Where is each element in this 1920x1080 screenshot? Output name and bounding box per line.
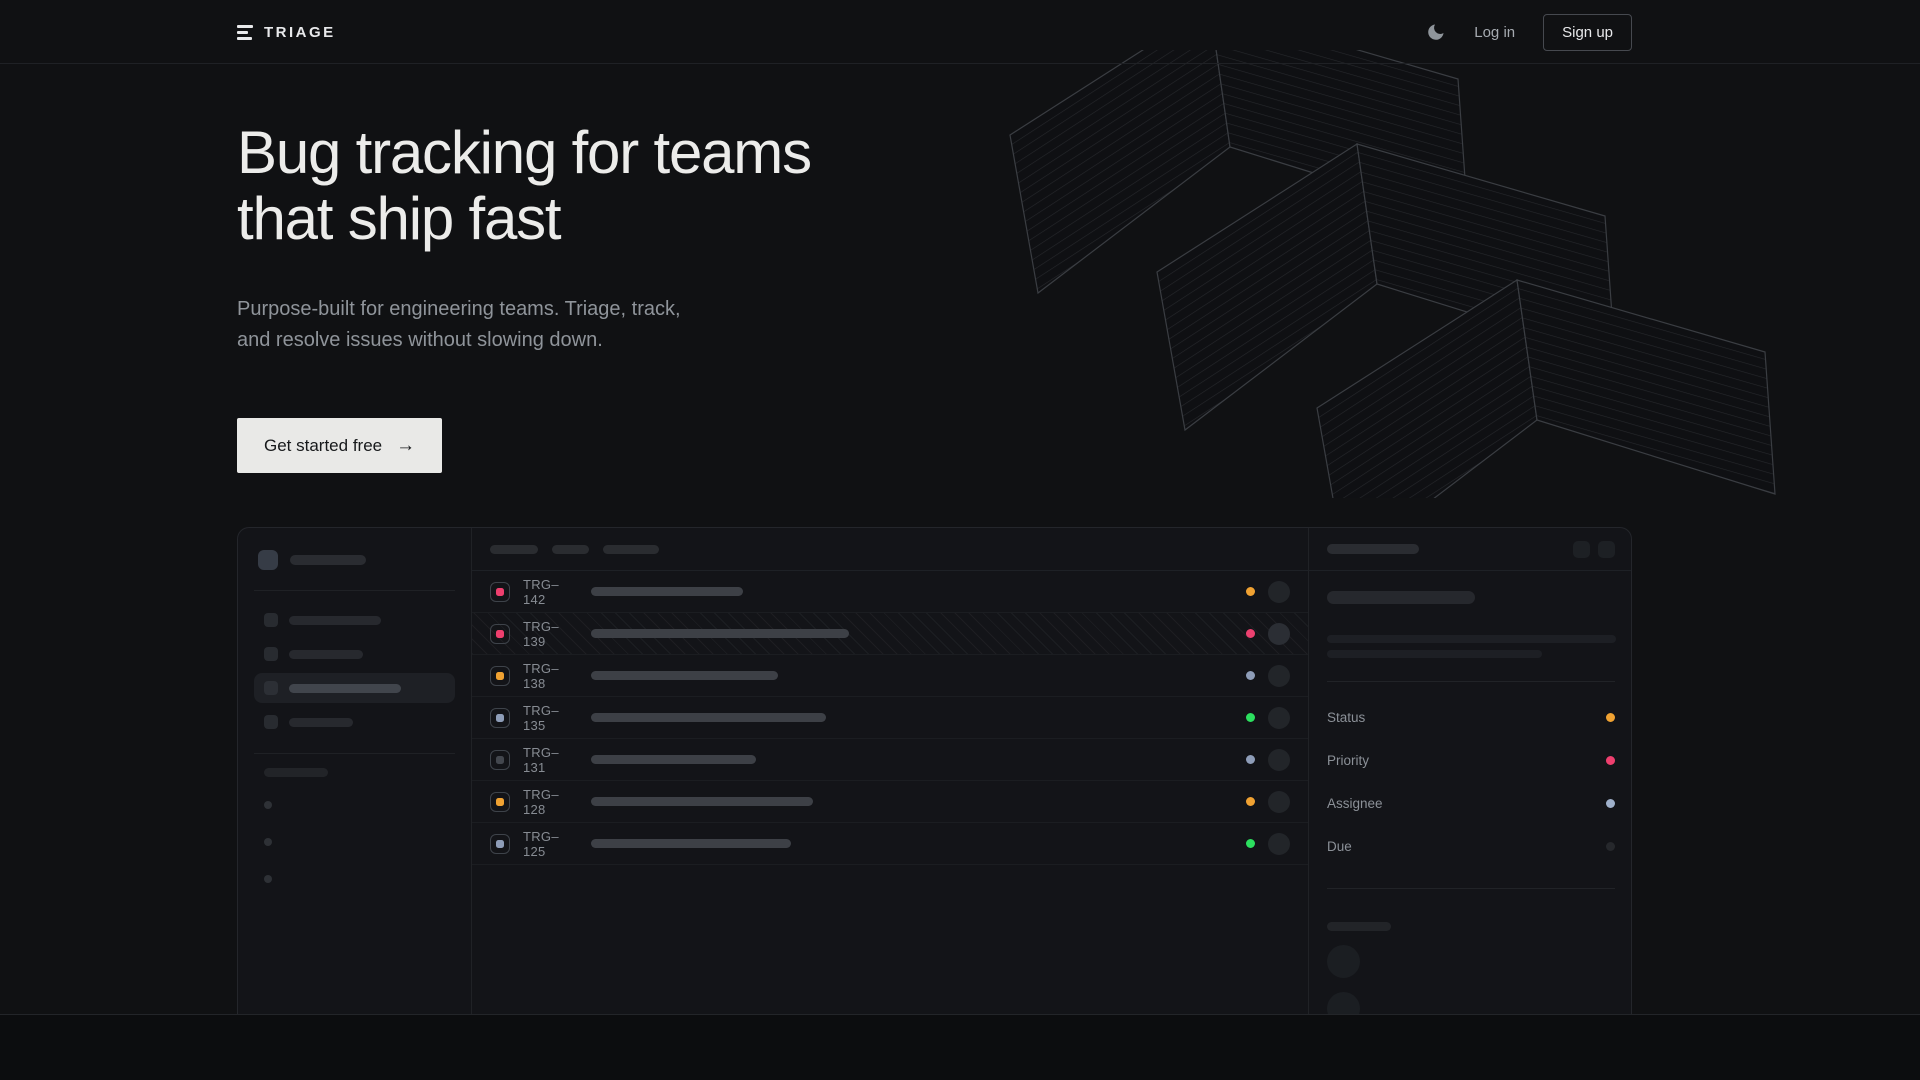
issue-type-icon: [490, 665, 510, 686]
arrow-right-icon: →: [396, 434, 416, 456]
detail-header: [1309, 528, 1631, 571]
navbar: TRIAGE Log in Sign up: [0, 0, 1920, 64]
sidebar-dot: [264, 875, 272, 883]
brand-logo[interactable]: TRIAGE: [237, 24, 336, 41]
detail-section-label: [1327, 922, 1391, 931]
detail-title-placeholder: [1327, 591, 1475, 604]
comment-avatar: [1327, 945, 1360, 978]
property-value-dot: [1606, 842, 1615, 851]
property-value-dot: [1606, 713, 1615, 722]
sidebar-item-icon: [264, 715, 278, 729]
property-label: Priority: [1327, 753, 1370, 768]
issue-row[interactable]: TRG–138: [472, 655, 1308, 697]
issue-type-icon: [490, 623, 510, 644]
status-dot: [1246, 713, 1255, 722]
issue-type-icon: [490, 791, 510, 812]
workspace-icon: [258, 550, 278, 570]
issue-id: TRG–142: [523, 576, 559, 607]
issue-id: TRG–139: [523, 618, 559, 649]
assignee-avatar: [1268, 706, 1290, 729]
detail-property-row[interactable]: Status: [1327, 710, 1615, 725]
issue-row[interactable]: TRG–131: [472, 739, 1308, 781]
detail-property-row[interactable]: Assignee: [1327, 796, 1615, 811]
assignee-avatar: [1268, 832, 1290, 855]
property-label: Due: [1327, 839, 1352, 854]
dark-mode-moon-icon[interactable]: [1426, 22, 1446, 42]
assignee-avatar: [1268, 664, 1290, 687]
issue-type-icon: [490, 707, 510, 728]
issue-id: TRG–125: [523, 828, 559, 859]
issue-title-placeholder: [591, 587, 743, 596]
issue-type-icon: [490, 749, 510, 770]
property-label: Status: [1327, 710, 1366, 725]
issue-row[interactable]: TRG–135: [472, 697, 1308, 739]
property-value-dot: [1606, 799, 1615, 808]
status-dot: [1246, 797, 1255, 806]
workspace-switcher: [254, 544, 455, 570]
issue-row[interactable]: TRG–125: [472, 823, 1308, 865]
wireframe-decoration: [1009, 50, 1776, 498]
detail-description-placeholder: [1327, 635, 1616, 643]
detail-action-icon: [1598, 540, 1615, 558]
assignee-avatar: [1268, 622, 1290, 645]
issue-title-placeholder: [591, 797, 813, 806]
sidebar-item-icon: [264, 647, 278, 661]
detail-property-row[interactable]: Due: [1327, 839, 1615, 854]
comment-avatar: [1327, 992, 1360, 1014]
status-dot: [1246, 839, 1255, 848]
assignee-avatar: [1268, 580, 1290, 603]
status-dot: [1246, 671, 1255, 680]
issue-id: TRG–138: [523, 660, 559, 691]
get-started-button[interactable]: Get started free →: [237, 418, 443, 473]
brand-name: TRIAGE: [264, 23, 336, 41]
issue-title-placeholder: [591, 671, 778, 680]
page-title: Bug tracking for teams that ship fast: [237, 119, 812, 252]
signup-button[interactable]: Sign up: [1543, 13, 1632, 51]
issue-title-placeholder: [591, 713, 826, 722]
issue-id: TRG–128: [523, 786, 559, 817]
assignee-avatar: [1268, 790, 1290, 813]
status-dot: [1246, 755, 1255, 764]
issue-row[interactable]: TRG–128: [472, 781, 1308, 823]
triage-logo-icon: [237, 24, 253, 40]
sidebar-item-icon: [264, 613, 278, 627]
property-value-dot: [1606, 756, 1615, 765]
issue-title-placeholder: [591, 755, 756, 764]
issue-row[interactable]: TRG–142: [472, 571, 1308, 613]
status-dot: [1246, 587, 1255, 596]
status-dot: [1246, 629, 1255, 638]
sidebar-section-label: [264, 768, 328, 777]
preview-sidebar: [238, 528, 471, 1014]
assignee-avatar: [1268, 748, 1290, 771]
issue-type-icon: [490, 833, 510, 854]
issue-id: TRG–131: [523, 744, 559, 775]
issue-type-icon: [490, 581, 510, 602]
footer: [0, 1014, 1920, 1080]
issue-title-placeholder: [591, 629, 849, 638]
detail-action-icon: [1573, 540, 1590, 558]
sidebar-dot: [264, 801, 272, 809]
sidebar-item: [254, 707, 455, 737]
hero-subtitle: Purpose-built for engineering teams. Tri…: [237, 298, 681, 351]
sidebar-item-icon: [264, 681, 278, 695]
detail-description-placeholder: [1327, 650, 1542, 658]
property-label: Assignee: [1327, 796, 1383, 811]
issue-row[interactable]: TRG–139: [472, 613, 1308, 655]
issue-title-placeholder: [591, 839, 791, 848]
issue-list-toolbar: [472, 528, 1308, 571]
sidebar-item: [254, 639, 455, 669]
issue-id: TRG–135: [523, 702, 559, 733]
sidebar-dot: [264, 838, 272, 846]
detail-property-row[interactable]: Priority: [1327, 753, 1615, 768]
sidebar-item: [254, 605, 455, 635]
hero-section: Bug tracking for teams that ship fast Pu…: [237, 120, 917, 473]
sidebar-item-active: [254, 673, 455, 703]
login-link[interactable]: Log in: [1474, 23, 1516, 41]
